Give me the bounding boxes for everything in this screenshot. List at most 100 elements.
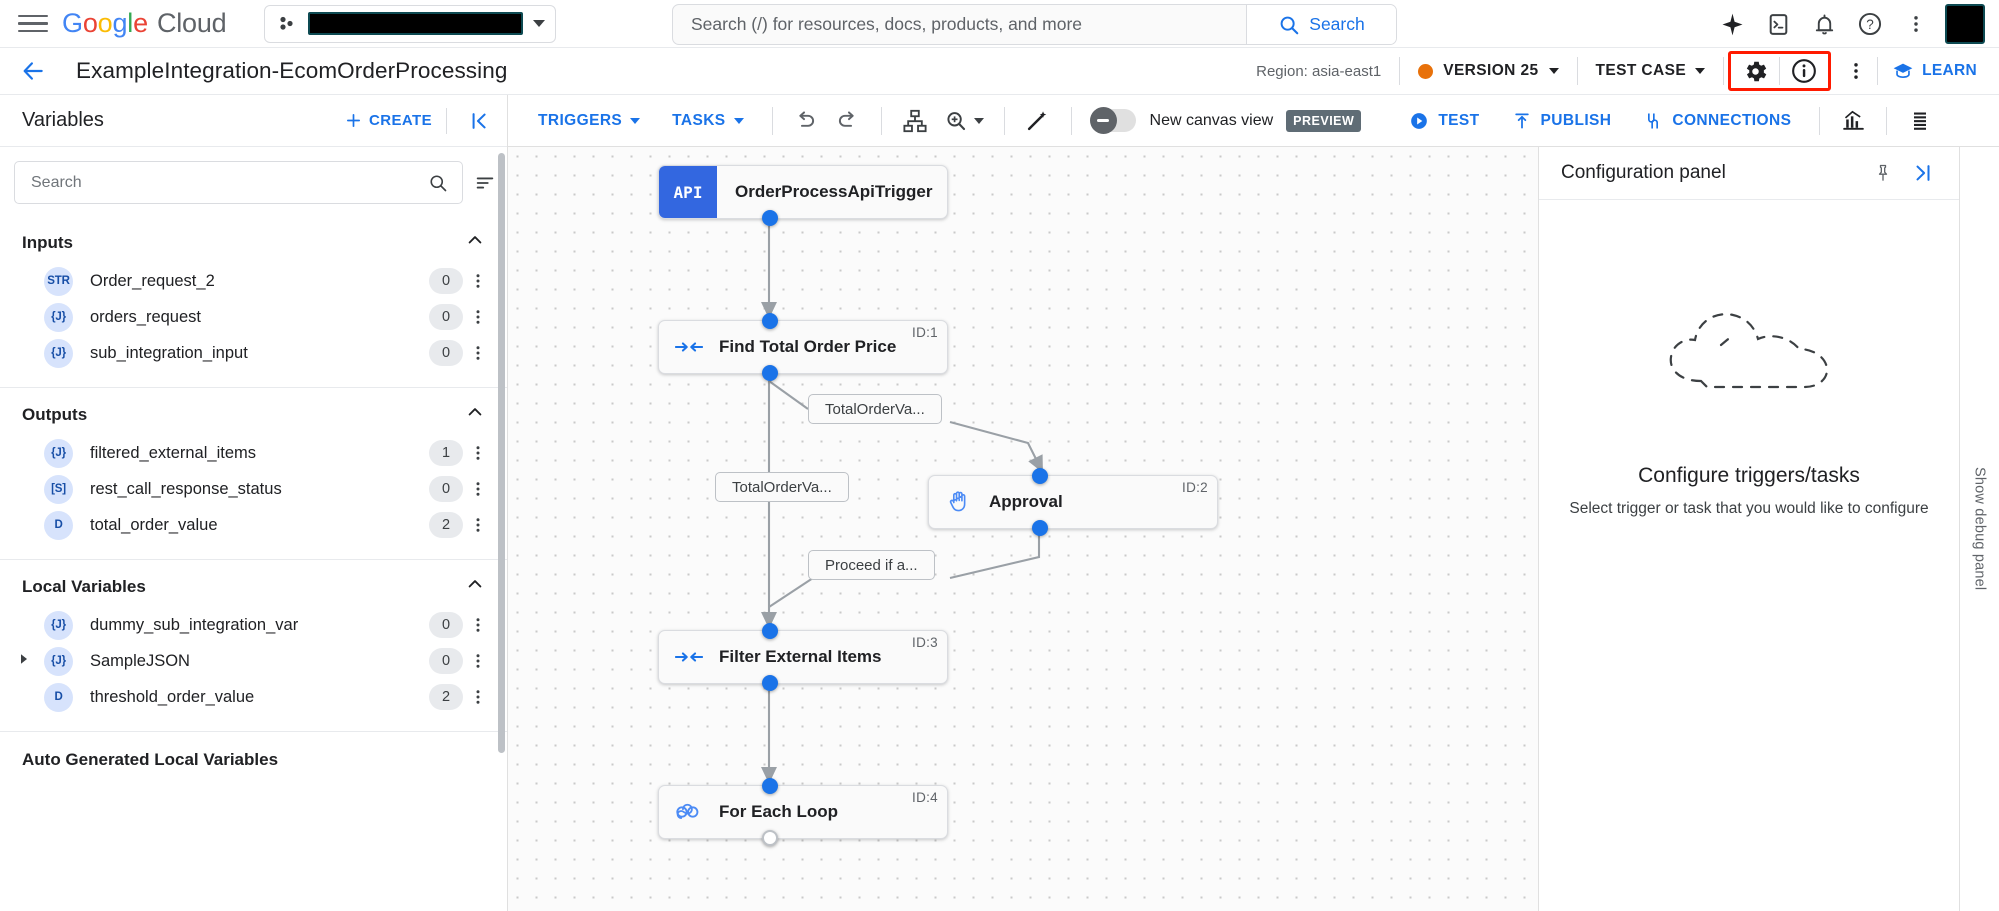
- section-header-auto-generated-local-variables[interactable]: Auto Generated Local Variables: [0, 732, 507, 778]
- list-item[interactable]: D total_order_value 2: [0, 507, 507, 543]
- list-item[interactable]: {J} dummy_sub_integration_var 0: [0, 607, 507, 643]
- version-label: VERSION 25: [1443, 62, 1539, 79]
- expand-triangle-icon[interactable]: [18, 652, 32, 670]
- project-picker[interactable]: [264, 4, 557, 43]
- node-output-connector[interactable]: [1032, 520, 1048, 536]
- list-item[interactable]: {J} sub_integration_input 0: [0, 335, 507, 371]
- node-output-connector[interactable]: [762, 675, 778, 691]
- edge-label[interactable]: TotalOrderVa...: [808, 394, 942, 424]
- more-vert-icon[interactable]: [1893, 1, 1939, 47]
- variable-more-options-icon[interactable]: [463, 688, 493, 706]
- collapse-variables-panel-button[interactable]: [461, 102, 499, 140]
- flow-node-trigger[interactable]: API OrderProcessApiTrigger: [658, 165, 948, 226]
- show-debug-panel-rail[interactable]: Show debug panel: [1959, 147, 1999, 911]
- version-selector[interactable]: VERSION 25: [1400, 62, 1576, 80]
- node-output-connector[interactable]: [762, 830, 778, 846]
- canvas-toolbar: TRIGGERS TASKS: [508, 95, 1999, 147]
- undo-button[interactable]: [785, 100, 827, 142]
- chevron-up-icon[interactable]: [465, 574, 485, 599]
- publish-button[interactable]: PUBLISH: [1496, 111, 1628, 131]
- variable-name: orders_request: [90, 307, 201, 326]
- node-input-connector[interactable]: [762, 778, 778, 794]
- analytics-button[interactable]: [1832, 100, 1874, 142]
- list-item[interactable]: [S] rest_call_response_status 0: [0, 471, 507, 507]
- variable-type-badge: STR: [44, 266, 73, 296]
- test-button[interactable]: TEST: [1393, 111, 1495, 131]
- variable-more-options-icon[interactable]: [463, 444, 493, 462]
- cleanup-edges-button[interactable]: [1017, 100, 1059, 142]
- list-item[interactable]: D threshold_order_value 2: [0, 679, 507, 715]
- variable-more-options-icon[interactable]: [463, 616, 493, 634]
- variables-panel-scrollbar[interactable]: [498, 153, 505, 753]
- connections-button[interactable]: CONNECTIONS: [1627, 111, 1807, 131]
- triggers-menu[interactable]: TRIGGERS: [522, 112, 656, 130]
- gemini-sparkle-icon[interactable]: [1709, 1, 1755, 47]
- variable-more-options-icon[interactable]: [463, 308, 493, 326]
- chevron-up-icon[interactable]: [465, 402, 485, 427]
- flow-node-for-each-loop[interactable]: For Each Loop ID:4: [658, 778, 948, 846]
- node-input-connector[interactable]: [1032, 468, 1048, 484]
- node-output-connector[interactable]: [762, 210, 778, 226]
- test-case-selector[interactable]: TEST CASE: [1578, 62, 1724, 80]
- notifications-bell-icon[interactable]: [1801, 1, 1847, 47]
- variable-more-options-icon[interactable]: [463, 344, 493, 362]
- list-item[interactable]: {J} SampleJSON 0: [0, 643, 507, 679]
- flow-node-approval[interactable]: Approval ID:2: [928, 468, 1218, 536]
- help-circle-icon[interactable]: ?: [1847, 1, 1893, 47]
- cloud-shell-icon[interactable]: [1755, 1, 1801, 47]
- redo-button[interactable]: [827, 100, 869, 142]
- node-input-connector[interactable]: [762, 623, 778, 639]
- list-item[interactable]: STR Order_request_2 0: [0, 263, 507, 299]
- learn-button[interactable]: LEARN: [1878, 60, 1999, 82]
- zoom-in-icon: [946, 111, 965, 130]
- edge-label[interactable]: Proceed if a...: [808, 550, 935, 580]
- pin-panel-button[interactable]: [1863, 153, 1903, 193]
- variables-search-input[interactable]: [29, 172, 428, 193]
- section-header-local-variables[interactable]: Local Variables: [0, 560, 507, 607]
- chevron-up-icon[interactable]: [465, 230, 485, 255]
- edge-label[interactable]: TotalOrderVa...: [715, 472, 849, 502]
- new-canvas-view-toggle[interactable]: [1089, 107, 1136, 134]
- list-item[interactable]: {J} filtered_external_items 1: [0, 435, 507, 471]
- flow-node-filter-external-items[interactable]: Filter External Items ID:3: [658, 623, 948, 691]
- collapse-configuration-panel-button[interactable]: [1903, 153, 1943, 193]
- divider: [0, 387, 507, 388]
- variable-count-badge: 2: [429, 512, 463, 538]
- test-case-label: TEST CASE: [1595, 62, 1687, 79]
- navigation-menu-icon[interactable]: [18, 9, 48, 39]
- search-input[interactable]: [673, 5, 1246, 44]
- info-button[interactable]: [1780, 54, 1828, 88]
- section-header-outputs[interactable]: Outputs: [0, 388, 507, 435]
- variables-search-box[interactable]: [14, 161, 463, 204]
- variable-more-options-icon[interactable]: [463, 652, 493, 670]
- variable-more-options-icon[interactable]: [463, 516, 493, 534]
- create-variable-button[interactable]: CREATE: [345, 112, 432, 129]
- search-button[interactable]: Search: [1246, 5, 1396, 44]
- auto-layout-button[interactable]: [894, 100, 936, 142]
- flow-node-find-total-order-price[interactable]: Find Total Order Price ID:1: [658, 313, 948, 381]
- variable-type-badge: {J}: [44, 646, 73, 676]
- logs-button[interactable]: [1899, 100, 1941, 142]
- variable-type-badge: {J}: [44, 438, 73, 468]
- global-search[interactable]: Search: [672, 4, 1397, 45]
- node-input-connector[interactable]: [762, 313, 778, 329]
- variable-more-options-icon[interactable]: [463, 272, 493, 290]
- list-item[interactable]: {J} orders_request 0: [0, 299, 507, 335]
- tasks-menu[interactable]: TASKS: [656, 112, 759, 130]
- settings-button[interactable]: [1731, 54, 1779, 88]
- zoom-menu-button[interactable]: [936, 100, 992, 142]
- node-output-connector[interactable]: [762, 365, 778, 381]
- avatar[interactable]: [1945, 4, 1985, 44]
- page-more-options-button[interactable]: [1835, 51, 1877, 91]
- section-header-inputs[interactable]: Inputs: [0, 216, 507, 263]
- empty-state-subtitle: Select trigger or task that you would li…: [1569, 500, 1929, 517]
- configuration-panel-header: Configuration panel: [1539, 147, 1959, 200]
- back-arrow-icon[interactable]: [16, 54, 50, 88]
- sort-variables-button[interactable]: [463, 172, 507, 194]
- integration-canvas[interactable]: API OrderProcessApiTrigger Find Total Or…: [508, 147, 1538, 911]
- variable-more-options-icon[interactable]: [463, 480, 493, 498]
- variable-name: dummy_sub_integration_var: [90, 615, 299, 634]
- page-title: ExampleIntegration-EcomOrderProcessing: [76, 58, 508, 83]
